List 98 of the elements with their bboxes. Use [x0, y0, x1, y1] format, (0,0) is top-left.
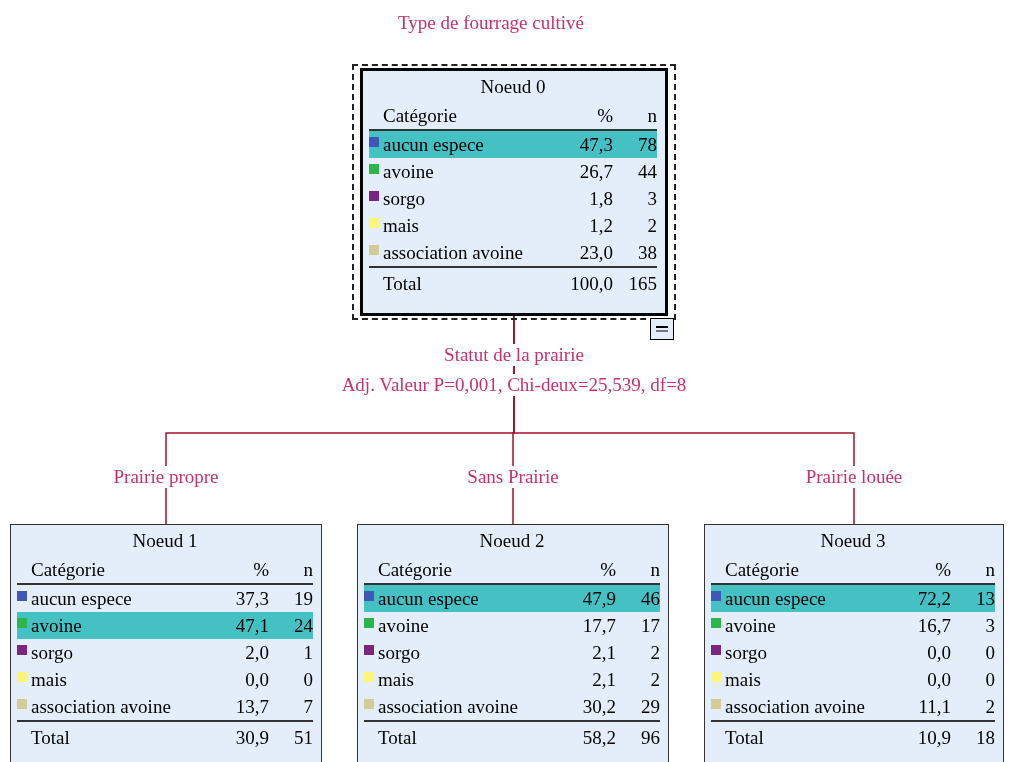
- table-cell-text: 78: [637, 133, 657, 157]
- column-header: n: [649, 557, 660, 582]
- table-cell-text: 2: [649, 641, 660, 665]
- table-cell-text: 3: [646, 187, 657, 211]
- table-cell-text: 47,9: [581, 587, 616, 611]
- table-cell-text: mais: [31, 668, 68, 692]
- column-header: %: [596, 103, 613, 128]
- table-cell-text: sorgo: [31, 641, 74, 665]
- tree-node-table: [357, 524, 669, 762]
- tree-node-table: [10, 524, 322, 762]
- column-header: %: [252, 557, 269, 582]
- table-cell-text: 44: [637, 160, 657, 184]
- column-header: n: [984, 557, 995, 582]
- node-heading: Noeud 1: [131, 529, 199, 553]
- total-cell-text: 165: [627, 271, 657, 296]
- table-cell-text: avoine: [383, 160, 435, 184]
- column-header: Catégorie: [31, 557, 106, 582]
- table-cell-text: aucun espece: [725, 587, 827, 611]
- table-cell-text: avoine: [31, 614, 83, 638]
- column-header: Catégorie: [725, 557, 800, 582]
- total-cell-text: Total: [383, 271, 423, 296]
- table-cell-text: association avoine: [725, 695, 866, 719]
- table-cell-text: 26,7: [578, 160, 613, 184]
- table-cell-text: sorgo: [383, 187, 426, 211]
- total-cell-text: Total: [725, 725, 765, 750]
- column-header: Catégorie: [383, 103, 458, 128]
- total-cell-text: 51: [293, 725, 313, 750]
- table-cell-text: 72,2: [916, 587, 951, 611]
- table-cell-text: 17,7: [581, 614, 616, 638]
- table-cell-text: 2: [646, 214, 657, 238]
- table-cell-text: mais: [725, 668, 762, 692]
- table-cell-text: 19: [293, 587, 313, 611]
- node-heading: Noeud 0: [479, 75, 547, 99]
- total-cell-text: 10,9: [916, 725, 951, 750]
- table-cell-text: 23,0: [578, 241, 613, 265]
- total-cell-text: Total: [378, 725, 418, 750]
- table-cell-text: 0: [984, 668, 995, 692]
- edge-label: Prairie propre: [111, 466, 221, 488]
- table-cell-text: 2: [649, 668, 660, 692]
- table-cell-text: 29: [640, 695, 660, 719]
- table-cell-text: 2: [984, 695, 995, 719]
- column-header: n: [302, 557, 313, 582]
- table-cell-text: 0,0: [244, 668, 269, 692]
- table-cell-text: 11,1: [917, 695, 951, 719]
- table-cell-text: 13: [975, 587, 995, 611]
- table-cell-text: 47,1: [234, 614, 269, 638]
- table-cell-text: 16,7: [916, 614, 951, 638]
- table-cell-text: 13,7: [234, 695, 269, 719]
- table-cell-text: 46: [640, 587, 660, 611]
- table-cell-text: 38: [637, 241, 657, 265]
- table-cell-text: 17: [640, 614, 660, 638]
- table-cell-text: sorgo: [378, 641, 421, 665]
- table-cell-text: 7: [302, 695, 313, 719]
- table-cell-text: 24: [293, 614, 313, 638]
- column-header: n: [646, 103, 657, 128]
- table-cell-text: 1: [302, 641, 313, 665]
- total-cell-text: 96: [640, 725, 660, 750]
- table-cell-text: 2,1: [591, 668, 616, 692]
- table-cell-text: 0: [302, 668, 313, 692]
- table-cell-text: sorgo: [725, 641, 768, 665]
- node-heading: Noeud 2: [478, 529, 546, 553]
- table-cell-text: 47,3: [578, 133, 613, 157]
- table-cell-text: mais: [378, 668, 415, 692]
- table-cell-text: avoine: [725, 614, 777, 638]
- connector-line: [513, 315, 855, 525]
- table-cell-text: 2,1: [591, 641, 616, 665]
- table-cell-text: aucun espece: [31, 587, 133, 611]
- column-header: %: [599, 557, 616, 582]
- table-cell-text: aucun espece: [383, 133, 485, 157]
- tree-title: Type de fourrage cultivé: [398, 12, 584, 34]
- edge-label: Sans Prairie: [465, 466, 561, 488]
- edge-label: Prairie louée: [803, 466, 905, 488]
- total-cell-text: 58,2: [581, 725, 616, 750]
- column-header: %: [934, 557, 951, 582]
- total-cell-text: 30,9: [234, 725, 269, 750]
- table-cell-text: 2,0: [244, 641, 269, 665]
- table-cell-text: 3: [984, 614, 995, 638]
- column-header: Catégorie: [378, 557, 453, 582]
- statistics-label: Adj. Valeur P=0,001, Chi-deux=25,539, df=8: [339, 374, 689, 396]
- tree-node-table: [704, 524, 1004, 762]
- table-cell-text: 37,3: [234, 587, 269, 611]
- total-cell-text: 100,0: [569, 271, 613, 296]
- split-variable-label: Statut de la prairie: [442, 344, 586, 366]
- total-cell-text: Total: [31, 725, 71, 750]
- table-cell-text: 1,2: [588, 214, 613, 238]
- table-cell-text: association avoine: [383, 241, 524, 265]
- table-cell-text: 0,0: [926, 641, 951, 665]
- table-cell-text: mais: [383, 214, 420, 238]
- node-heading: Noeud 3: [819, 529, 887, 553]
- table-cell-text: 0: [984, 641, 995, 665]
- table-cell-text: association avoine: [31, 695, 172, 719]
- table-cell-text: avoine: [378, 614, 430, 638]
- table-cell-text: 0,0: [926, 668, 951, 692]
- table-cell-text: 30,2: [581, 695, 616, 719]
- table-cell-text: 1,8: [588, 187, 613, 211]
- total-cell-text: 18: [975, 725, 995, 750]
- table-cell-text: association avoine: [378, 695, 519, 719]
- table-cell-text: aucun espece: [378, 587, 480, 611]
